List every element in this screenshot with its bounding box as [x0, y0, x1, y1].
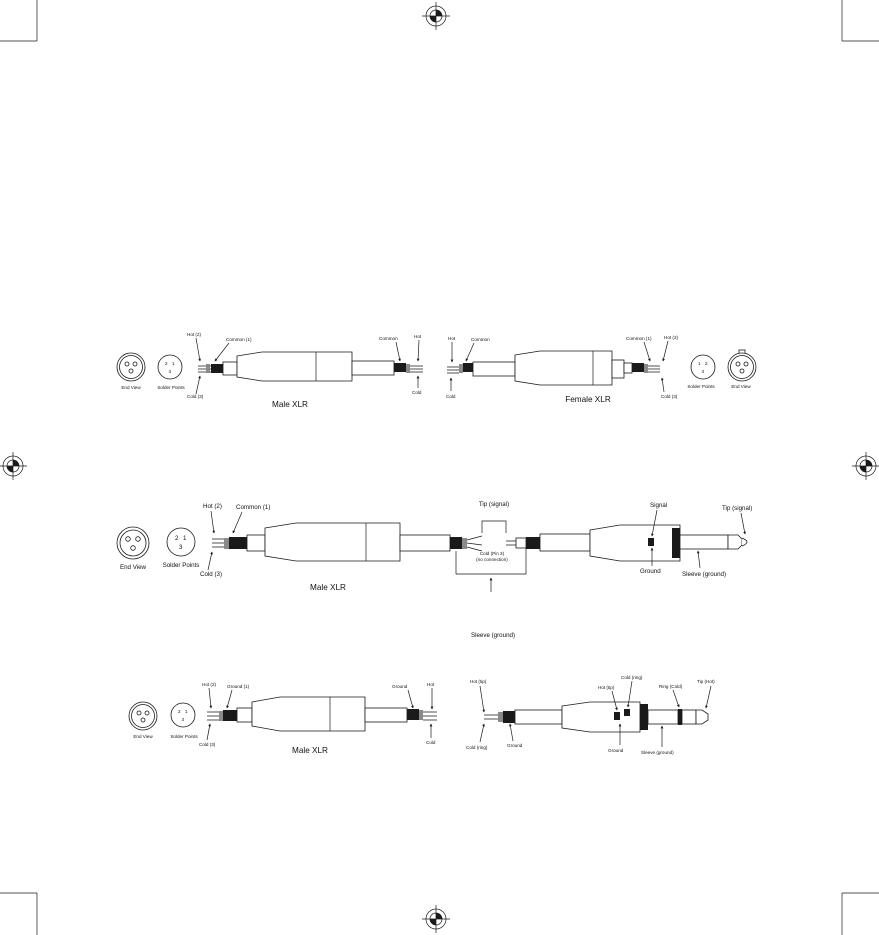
hot-label: Hot — [427, 682, 435, 687]
male-xlr-end-view-icon — [116, 526, 150, 560]
male-xlr-title: Male XLR — [292, 746, 328, 755]
tip-signal-label: Tip (signal) — [722, 505, 752, 512]
diagram-xlr-to-trs: End View 2 1 3 Solder Points Hot (2) Gro… — [128, 675, 715, 755]
male-xlr-title: Male XLR — [310, 583, 346, 592]
end-view-label: End View — [121, 385, 141, 390]
male-xlr-end-view-icon — [116, 352, 146, 382]
cold-ring-label: Cold (ring) — [621, 675, 643, 680]
registration-mark-left — [0, 452, 27, 480]
registration-mark-right — [852, 452, 879, 480]
female-xlr-title: Female XLR — [565, 395, 611, 404]
sleeve-ground-label: Sleeve (ground) — [641, 750, 674, 755]
cold-no-connection-note: (no connection) — [476, 557, 508, 562]
signal-label: Signal — [650, 502, 667, 509]
solder-points-label: Solder Points — [163, 562, 200, 569]
hot-label: Hot (2) — [202, 682, 217, 687]
common-label: Common — [379, 336, 398, 341]
cold-label: Cold (3) — [199, 742, 216, 747]
hot-label: Hot — [448, 336, 456, 341]
hot-label: Hot (2) — [187, 332, 202, 337]
sleeve-ground-label: Sleeve (ground) — [682, 571, 726, 578]
svg-text:3: 3 — [702, 369, 705, 374]
hot-label: Hot (2) — [664, 335, 679, 340]
hot-tip-label: Hot (tip) — [470, 679, 487, 684]
ground-label: Ground — [507, 743, 523, 748]
svg-text:1: 1 — [698, 361, 701, 366]
common-label: Common — [471, 337, 490, 342]
diagram-xlr-to-ts: End View 2 1 3 Solder Points Hot (2) Com… — [116, 501, 752, 639]
diagram-xlr-to-xlr: End View 2 1 3 Solder Points Hot (2) Com… — [116, 332, 757, 409]
solder-points-label: Solder Points — [157, 385, 185, 390]
end-view-label: End View — [133, 734, 153, 739]
cold-label: Cold — [412, 390, 422, 395]
male-xlr-solder-points-icon: 2 1 3 — [166, 527, 196, 557]
svg-text:1: 1 — [183, 535, 187, 542]
svg-text:3: 3 — [169, 369, 172, 374]
male-xlr-title: Male XLR — [272, 400, 308, 409]
ground-label: Ground — [640, 568, 661, 575]
tip-signal-label: Tip (signal) — [479, 501, 509, 508]
svg-text:2: 2 — [705, 361, 708, 366]
ground-label: Ground (1) — [227, 684, 250, 689]
registration-mark-top — [422, 2, 450, 30]
svg-text:1: 1 — [185, 709, 188, 714]
common-label: Common (1) — [226, 337, 252, 342]
svg-text:3: 3 — [182, 717, 185, 722]
svg-text:3: 3 — [179, 544, 183, 551]
cold-label: Cold (3) — [661, 394, 678, 399]
cold-label: Cold — [426, 740, 436, 745]
solder-points-label: Solder Points — [687, 384, 715, 389]
end-view-label: End View — [731, 384, 751, 389]
svg-text:2: 2 — [178, 709, 181, 714]
female-xlr-solder-points-icon: 1 2 3 — [690, 354, 716, 380]
male-xlr-solder-points-icon: 2 1 3 — [157, 354, 183, 380]
cold-label: Cold (3) — [187, 394, 204, 399]
svg-text:2: 2 — [165, 361, 168, 366]
svg-text:1: 1 — [172, 361, 175, 366]
registration-mark-bottom — [422, 905, 450, 933]
cold-ring-label: Cold (ring) — [466, 745, 488, 750]
hot-label: Hot — [414, 334, 422, 339]
ground-label: Ground — [392, 684, 408, 689]
solder-points-label: Solder Points — [170, 734, 198, 739]
cold-label: Cold — [446, 394, 456, 399]
common-label: Common (1) — [626, 336, 652, 341]
end-view-label: End View — [120, 564, 147, 571]
hot-label: Hot (2) — [203, 503, 222, 510]
hot-tip-label: Hot (tip) — [598, 685, 615, 690]
sleeve-ground-label: Sleeve (ground) — [471, 632, 515, 639]
ground-label: Ground — [608, 748, 624, 753]
svg-text:2: 2 — [175, 535, 179, 542]
cold-no-connection-note: Cold (Pin 3) — [480, 551, 505, 556]
cold-label: Cold (3) — [200, 571, 222, 578]
male-xlr-solder-points-icon: 2 1 3 — [170, 702, 196, 728]
male-xlr-end-view-icon — [128, 701, 158, 731]
tip-hot-label: Tip (Hot) — [697, 679, 715, 684]
common-label: Common (1) — [236, 504, 270, 511]
ring-cold-label: Ring (Cold) — [659, 684, 683, 689]
female-xlr-end-view-icon — [727, 349, 757, 382]
